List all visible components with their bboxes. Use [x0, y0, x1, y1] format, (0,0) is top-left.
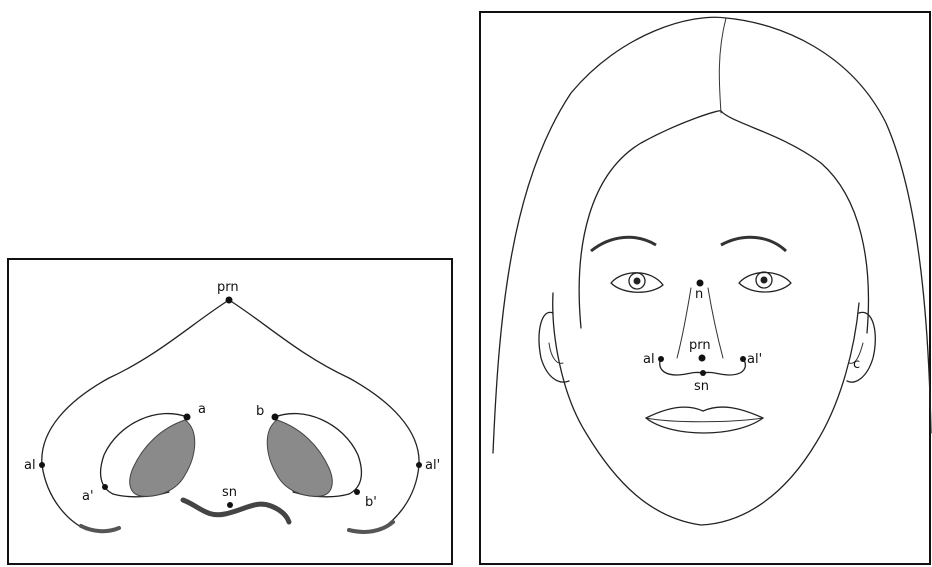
face-outline — [553, 293, 859, 525]
upper-lip — [646, 407, 763, 418]
label-n: n — [695, 287, 703, 302]
al-left-point — [39, 462, 45, 468]
b-prime-point — [354, 489, 360, 495]
a-prime-point — [102, 484, 108, 490]
right-eyebrow — [721, 237, 786, 251]
prn-point-face — [699, 355, 706, 362]
hair-part — [719, 18, 726, 113]
columella-base — [183, 500, 289, 522]
al-right-point-face — [740, 356, 746, 362]
label-al-left-face: al — [643, 352, 655, 367]
label-a: a — [198, 402, 206, 417]
hair-inner-outline — [579, 111, 868, 333]
face-frontal-view-panel: n prn al al' sn c — [479, 11, 931, 565]
label-prn-face: prn — [689, 338, 711, 353]
label-al-right-face: al' — [747, 352, 762, 367]
a-point — [184, 414, 191, 421]
label-sn: sn — [222, 485, 237, 500]
sn-point — [227, 502, 233, 508]
right-ear — [847, 312, 875, 382]
label-sn-face: sn — [694, 379, 709, 394]
left-eyebrow — [591, 237, 656, 251]
label-b: b — [256, 404, 264, 419]
right-pupil — [761, 277, 768, 284]
n-point — [697, 280, 704, 287]
label-b-prime: b' — [365, 495, 377, 510]
face-frontal-diagram: n prn al al' sn c — [481, 13, 932, 567]
right-nostril — [267, 420, 332, 496]
al-right-point — [416, 462, 422, 468]
label-c: c — [853, 357, 860, 372]
nose-basal-view-panel: prn a b al al' a' b' sn — [7, 258, 453, 565]
hair-outline — [493, 17, 931, 453]
lip-line — [646, 418, 763, 422]
label-a-prime: a' — [82, 489, 94, 504]
left-nostril — [130, 420, 195, 496]
b-point — [272, 414, 279, 421]
right-alar-base — [349, 522, 393, 532]
label-al-right: al' — [425, 458, 440, 473]
nose-basal-diagram: prn a b al al' a' b' sn — [9, 260, 455, 567]
left-pupil — [634, 278, 641, 285]
prn-point — [226, 297, 233, 304]
label-al-left: al — [24, 458, 36, 473]
sn-point-face — [700, 370, 706, 376]
label-prn: prn — [217, 280, 239, 295]
left-alar-base — [81, 526, 119, 531]
al-left-point-face — [658, 356, 664, 362]
